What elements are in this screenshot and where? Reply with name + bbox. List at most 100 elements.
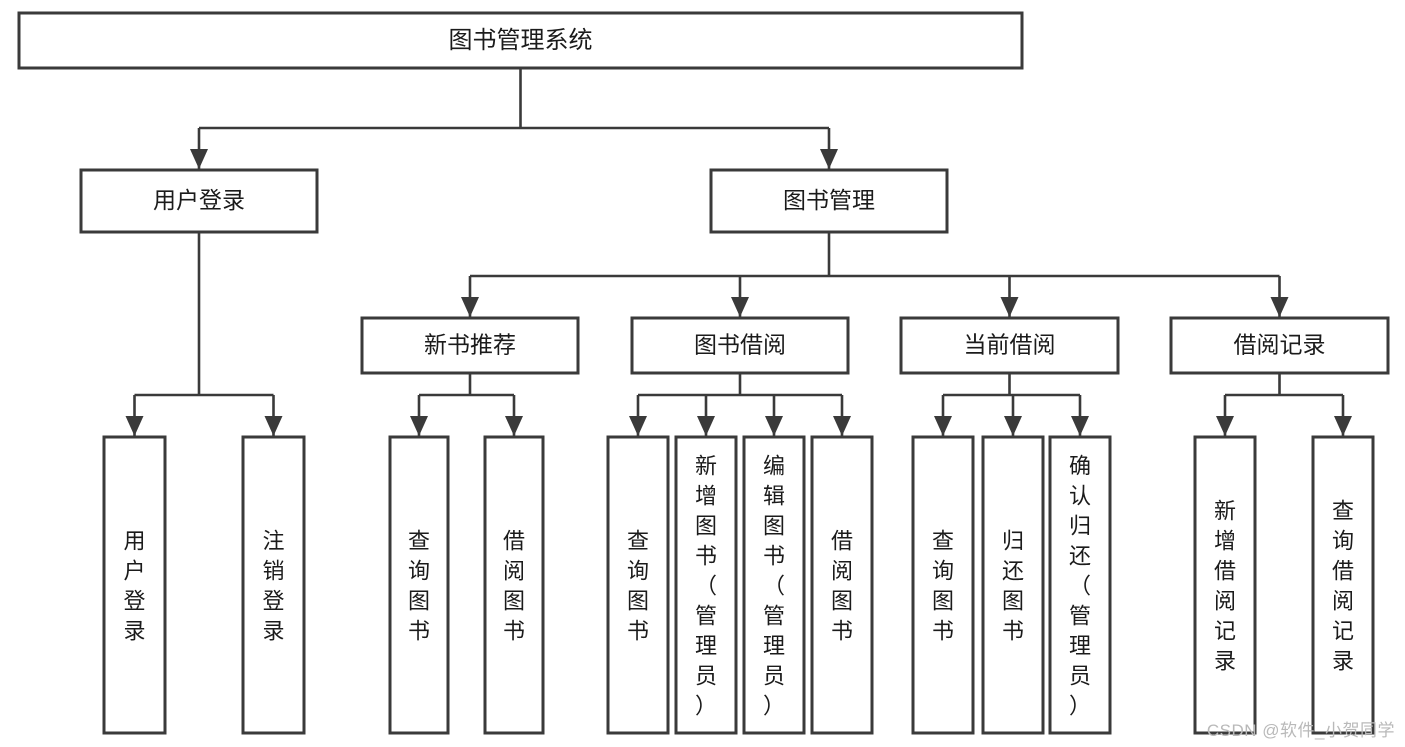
node-label-char: 户 — [123, 558, 145, 583]
node-leaf-borrow-query[interactable]: 查询图书查询图书 — [606, 435, 670, 735]
node-leaf-current-return[interactable]: 归还图书归还图书 — [981, 435, 1045, 735]
node-label-char: 询 — [627, 558, 649, 583]
node-label: 图书管理 — [783, 187, 875, 213]
node-box[interactable] — [241, 435, 306, 735]
node-box[interactable] — [17, 11, 1024, 70]
node-newbook[interactable]: 新书推荐 — [360, 316, 580, 375]
node-label-char: 书 — [627, 618, 649, 643]
node-root[interactable]: 图书管理系统 — [17, 11, 1024, 70]
node-label-char: 查 — [932, 528, 954, 553]
node-label-char: （ — [1069, 573, 1091, 598]
node-box[interactable] — [79, 168, 319, 234]
node-leaf-user-login[interactable]: 用户登录用户登录 — [102, 435, 167, 735]
arrow-head — [264, 416, 283, 436]
node-label-char: 新 — [1214, 498, 1236, 523]
node-bookmgmt[interactable]: 图书管理 — [709, 168, 949, 234]
node-box[interactable] — [709, 168, 949, 234]
node-label-char: 阅 — [1214, 588, 1236, 613]
node-label-char: 借 — [503, 528, 525, 553]
node-label-char: 书 — [932, 618, 954, 643]
node-label-char: 认 — [1069, 483, 1091, 508]
arrow-head — [934, 416, 952, 436]
node-label-char: 阅 — [503, 558, 525, 583]
node-label-char: 登 — [262, 588, 284, 613]
node-label-char: 查 — [1332, 498, 1354, 523]
node-leaf-record-add[interactable]: 新增借阅记录新增借阅记录 — [1193, 435, 1257, 735]
node-box[interactable] — [981, 435, 1045, 735]
node-label-char: 理 — [763, 633, 785, 658]
node-leaf-record-query[interactable]: 查询借阅记录查询借阅记录 — [1311, 435, 1375, 735]
watermark-label: CSDN @软件_小贺同学 — [1206, 721, 1395, 740]
arrow-head — [1216, 416, 1234, 436]
node-label-char: ） — [695, 693, 717, 718]
node-box[interactable] — [899, 316, 1120, 375]
node-label-char: 记 — [1214, 618, 1236, 643]
node-label: 图书管理系统 — [449, 27, 593, 54]
arrow-head — [410, 416, 428, 436]
node-box[interactable] — [606, 435, 670, 735]
node-box[interactable] — [674, 435, 738, 735]
node-label-char: 登 — [123, 588, 145, 613]
arrow-head — [1334, 416, 1352, 436]
node-label-char: 图 — [408, 588, 430, 613]
node-label-char: 书 — [1002, 618, 1024, 643]
node-label-char: 记 — [1332, 618, 1354, 643]
arrow-head — [1000, 297, 1019, 317]
arrow-head — [190, 149, 208, 169]
node-box[interactable] — [630, 316, 850, 375]
node-box[interactable] — [911, 435, 975, 735]
node-current[interactable]: 当前借阅 — [899, 316, 1120, 375]
node-label-char: （ — [763, 573, 785, 598]
node-label-char: 用 — [123, 528, 145, 553]
node-label: 新书推荐 — [424, 332, 516, 358]
node-leaf-current-query[interactable]: 查询图书查询图书 — [911, 435, 975, 735]
node-label-char: 员 — [1069, 663, 1091, 688]
arrow-head — [833, 416, 851, 436]
arrow-head — [461, 297, 479, 317]
node-label: 当前借阅 — [964, 332, 1056, 358]
arrow-head — [820, 149, 838, 169]
node-label-char: 借 — [1214, 558, 1236, 583]
node-label-char: 阅 — [831, 558, 853, 583]
node-label-char: 录 — [1332, 648, 1354, 673]
arrow-head — [505, 416, 523, 436]
node-box[interactable] — [388, 435, 450, 735]
node-label-char: 图 — [763, 513, 785, 538]
node-box[interactable] — [1311, 435, 1375, 735]
node-borrow[interactable]: 图书借阅 — [630, 316, 850, 375]
node-label-char: 图 — [932, 588, 954, 613]
node-label-char: 图 — [627, 588, 649, 613]
node-box[interactable] — [1048, 435, 1112, 735]
node-leaf-user-logout[interactable]: 注销登录注销登录 — [241, 435, 306, 735]
node-box[interactable] — [360, 316, 580, 375]
node-box[interactable] — [1169, 316, 1390, 375]
node-label-char: 管 — [763, 603, 785, 628]
node-leaf-new-borrow[interactable]: 借阅图书借阅图书 — [483, 435, 545, 735]
node-leaf-borrow-lend[interactable]: 借阅图书借阅图书 — [810, 435, 874, 735]
node-label-char: 借 — [1332, 558, 1354, 583]
node-label-char: 图 — [831, 588, 853, 613]
node-login[interactable]: 用户登录 — [79, 168, 319, 234]
node-label: 用户登录 — [153, 187, 245, 213]
node-label-char: 图 — [695, 513, 717, 538]
node-box[interactable] — [483, 435, 545, 735]
node-label-char: 辑 — [763, 483, 785, 508]
arrow-head — [1071, 416, 1089, 436]
node-label-char: 书 — [763, 543, 785, 568]
node-label-char: 书 — [503, 618, 525, 643]
node-leaf-new-query[interactable]: 查询图书查询图书 — [388, 435, 450, 735]
node-box[interactable] — [102, 435, 167, 735]
node-label-char: 管 — [1069, 603, 1091, 628]
node-box[interactable] — [742, 435, 806, 735]
arrow-head — [1270, 297, 1289, 317]
node-box[interactable] — [1193, 435, 1257, 735]
node-box[interactable] — [810, 435, 874, 735]
node-label-char: 借 — [831, 528, 853, 553]
node-records[interactable]: 借阅记录 — [1169, 316, 1390, 375]
node-label-char: 询 — [1332, 528, 1354, 553]
node-label-char: 管 — [695, 603, 717, 628]
